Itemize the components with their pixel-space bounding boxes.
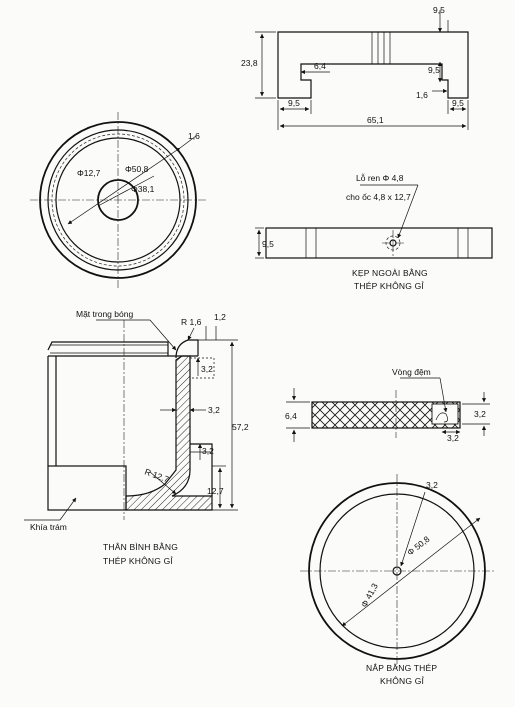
lid-caption-line2: KHÔNG GỈ xyxy=(380,675,425,686)
dim-3-2-wall: 3,2 xyxy=(208,405,220,415)
dim-1-2: 1,2 xyxy=(214,312,226,322)
body-caption-line1: THÂN BÌNH BẰNG xyxy=(103,542,178,552)
clamp-side-view: Lỗ ren Φ 4,8 cho ốc 4,8 x 12,7 9,5 KẸP N… xyxy=(255,173,493,291)
dim-57-2: 57,2 xyxy=(232,422,249,432)
dim-3-2-lid-right: 3,2 xyxy=(474,409,486,419)
gasket-groove xyxy=(431,403,459,425)
dim-r1-6: R 1,6 xyxy=(181,317,202,327)
label-inner-polished: Mặt trong bóng xyxy=(76,309,133,319)
knurled-band xyxy=(47,465,127,511)
clamp-caption-line1: KẸP NGOÀI BẰNG xyxy=(352,268,428,278)
dim-12-7: 12,7 xyxy=(207,486,224,496)
clamp-front-view: 9,5 23,8 6,4 9,5 1,6 9,5 9,5 65,1 xyxy=(241,5,469,130)
dim-9-5-side: 9,5 xyxy=(262,239,274,249)
label-knurl: Khía trám xyxy=(30,522,67,532)
dim-d50-8-lid: Φ 50,8 xyxy=(405,534,432,558)
dim-9-5-left: 9,5 xyxy=(288,98,300,108)
dim-r12-7: R 12,7 xyxy=(143,466,170,484)
dim-d41-3: Φ 41,3 xyxy=(359,581,380,609)
dim-d38-1: Φ38,1 xyxy=(131,184,155,194)
dim-23-8: 23,8 xyxy=(241,58,258,68)
clamp-caption-line2: THÉP KHÔNG GỈ xyxy=(354,280,424,291)
lid-caption-line1: NẮP BẰNG THÉP xyxy=(366,663,437,673)
dim-9-5-right-inner: 9,5 xyxy=(428,65,440,75)
dim-3-2-lower: 3,2 xyxy=(202,446,214,456)
lid-section-view: Vòng đệm 6,4 3,2 3,2 xyxy=(285,367,490,443)
body-caption-line2: THÉP KHÔNG GỈ xyxy=(103,555,173,566)
dim-3-2-top: 3,2 xyxy=(201,364,213,374)
clamp-side-body xyxy=(265,227,493,259)
label-screw: cho ốc 4,8 x 12,7 xyxy=(346,192,411,202)
dim-d50-8-ring: Φ50,8 xyxy=(125,164,149,174)
gasket-profile xyxy=(435,412,448,423)
dim-3-2-lid-bottom: 3,2 xyxy=(447,433,459,443)
dim-9-5-right: 9,5 xyxy=(452,98,464,108)
body-wall-section xyxy=(125,355,213,511)
body-section-view: Mặt trong bóng R 1,6 1,2 3,2 3,2 57,2 R … xyxy=(24,309,249,566)
ring-top-view: 1,6 Φ12,7 Φ50,8 Φ38,1 xyxy=(30,112,206,288)
dim-9-5-top: 9,5 xyxy=(433,5,445,15)
dim-6-4-lid: 6,4 xyxy=(285,411,297,421)
dim-6-4: 6,4 xyxy=(314,61,326,71)
dim-d12-7: Φ12,7 xyxy=(77,168,101,178)
dim-3-2-lid-top: 3,2 xyxy=(426,480,438,490)
dim-65-1: 65,1 xyxy=(367,115,384,125)
dim-1-6: 1,6 xyxy=(416,90,428,100)
lid-top-view: 3,2 Φ 50,8 Φ 41,3 NẮP BẰNG THÉP KHÔNG GỈ xyxy=(300,474,494,686)
label-thread-hole: Lỗ ren Φ 4,8 xyxy=(356,173,404,183)
dim-1-6-ring: 1,6 xyxy=(188,131,200,141)
label-gasket: Vòng đệm xyxy=(392,367,431,377)
